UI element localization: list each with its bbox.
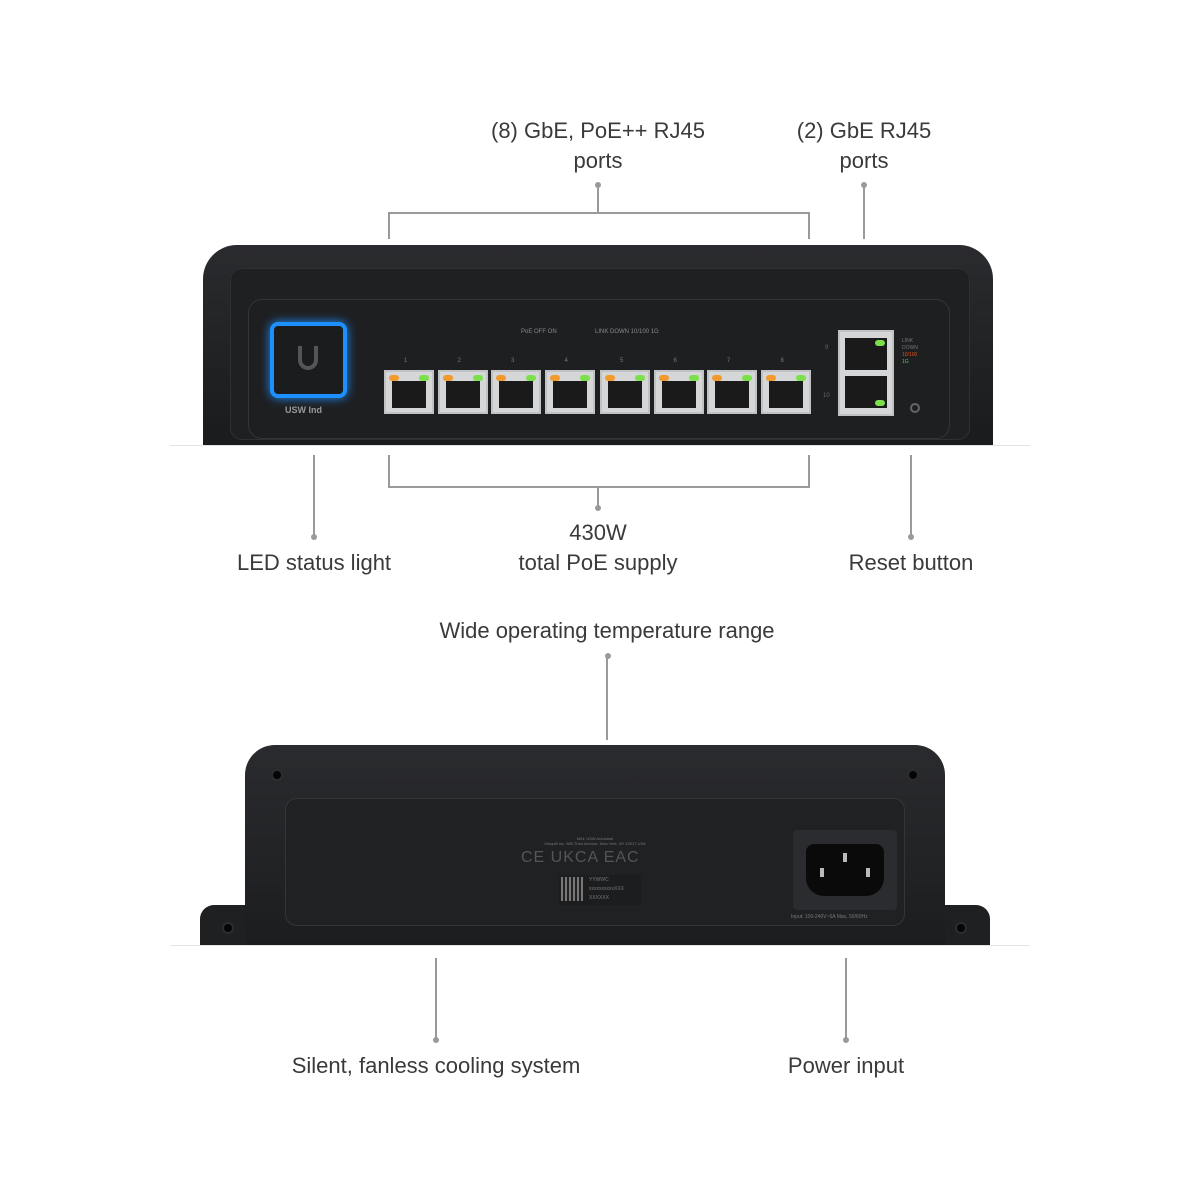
poe-port-5[interactable]: 5 [600,358,650,414]
port-number: 8 [780,358,784,364]
port-led-link [688,375,699,381]
reset-label: Reset button [848,550,974,575]
port-number: 9 [825,345,829,351]
port-number: 10 [823,393,830,399]
port-led-poe [389,375,399,381]
port-number: 7 [727,358,731,364]
screw-icon [271,769,283,781]
reset-button[interactable] [910,403,920,413]
port-number: 2 [457,358,461,364]
uplink-port-block [838,330,894,416]
port-led-poe [496,375,506,381]
bracket-line [388,455,390,488]
callout-line [313,455,315,535]
port-led-poe [605,375,615,381]
port-led-link [742,375,752,381]
uplink-port-9[interactable] [845,338,887,370]
poe-port-7[interactable]: 7 [707,358,757,414]
power-rating: Input: 100-240V~6A Max, 50/60Hz [791,914,868,920]
qr-code-icon [561,877,583,901]
port-led-poe [712,375,722,381]
port-led-link [579,375,590,381]
poe-legend: PoE OFF ON [521,329,557,335]
bracket-line [388,212,390,239]
port-jack [499,381,533,408]
poe-port-6[interactable]: 6 [653,358,704,414]
port-number: 3 [511,358,515,364]
port-number: 4 [564,358,568,364]
port-led-link [472,375,483,381]
port-jack [392,381,426,408]
callout-line [597,185,599,213]
callout-line [845,958,847,1038]
poe-port-1[interactable]: 1 [384,358,434,414]
callout-line [435,958,437,1038]
port-number: 6 [673,358,677,364]
temperature-label: Wide operating temperature range [439,618,775,643]
callout-dot [605,653,611,659]
poe-port-8[interactable]: 8 [760,358,811,414]
port-jack [768,381,803,408]
port-jack [445,381,480,408]
led-status-light [270,322,347,398]
callout-line [606,656,608,740]
screw-icon [955,922,967,934]
cooling-label: Silent, fanless cooling system [291,1053,581,1078]
poe-port-group: 1 2 3 4 5 6 7 8 [384,358,812,416]
bracket-line [808,212,810,239]
ubiquiti-logo-icon [298,346,318,370]
led-status-label: LED status light [236,550,392,575]
model-label: USW Ind [285,405,322,415]
port-led-link [795,375,806,381]
port-led-poe [549,375,560,381]
port-led-link [526,375,536,381]
port-jack [661,381,696,408]
callout-dot [433,1037,439,1043]
port-number: 1 [404,358,408,364]
power-input-socket[interactable] [793,830,897,910]
uplink-port-10[interactable] [845,376,887,408]
shadow-line [170,445,1030,446]
screw-icon [222,922,234,934]
port-led-poe [765,375,776,381]
callout-line [863,185,865,239]
callout-dot [595,505,601,511]
bracket-line [808,455,810,488]
shadow-line [170,945,1030,946]
screw-icon [907,769,919,781]
callout-dot [311,534,317,540]
switch-front: USW Ind PoE OFF ON LINK DOWN 10/100 1G 1… [203,245,993,446]
port-led-poe [442,375,453,381]
port-number: 5 [620,358,624,364]
port-led-link [419,375,429,381]
port-jack [715,381,749,408]
callout-line [597,486,599,506]
certification-marks: CE UKCA EAC [521,849,640,866]
callout-dot [908,534,914,540]
port-jack [552,381,587,408]
port-led-link [635,375,645,381]
callout-line [910,455,912,535]
power-label: Power input [787,1053,905,1078]
bracket-line [388,212,810,214]
port-jack [608,381,642,408]
poe-port-2[interactable]: 2 [437,358,488,414]
link-legend: LINK DOWN 10/100 1G [595,329,659,335]
port-led-poe [658,375,669,381]
bracket-line [388,486,810,488]
poe-port-3[interactable]: 3 [491,358,541,414]
poe-port-4[interactable]: 4 [544,358,595,414]
callout-dot [843,1037,849,1043]
